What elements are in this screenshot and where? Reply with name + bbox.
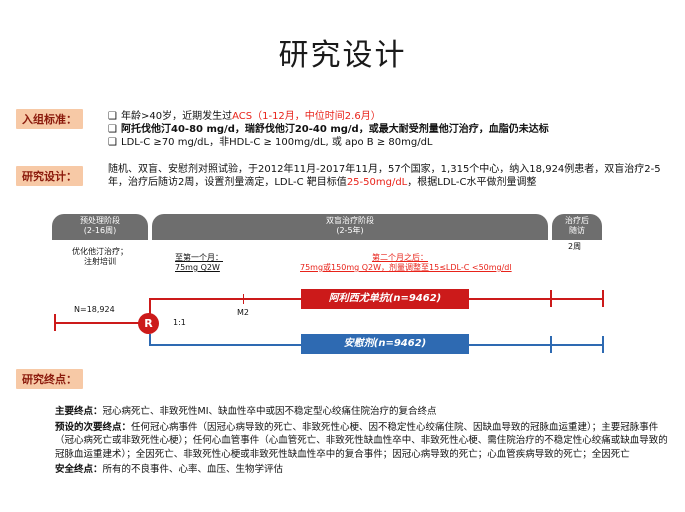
endpoints-text: 主要终点：冠心病死亡、非致死性MI、缺血性卒中或因不稳定型心绞痛住院治疗的复合终…	[55, 405, 675, 479]
randomization-marker: R	[138, 313, 159, 334]
checkbox-icon: ❑	[108, 124, 117, 135]
criterion-age: ❑年龄>40岁，近期发生过ACS（1-12月，中位时间2.6月）	[108, 111, 381, 122]
criterion-statin: ❑阿托伐他汀40-80 mg/d，瑞舒伐他汀20-40 mg/d，或最大耐受剂量…	[108, 124, 549, 135]
follow-up-weeks: 2周	[568, 242, 582, 251]
placebo-arm-end-tick	[550, 336, 552, 353]
drug-arm-box: 阿利西尤单抗(n=9462)	[301, 289, 469, 309]
checkbox-icon: ❑	[108, 111, 117, 122]
inclusion-criteria: ❑年龄>40岁，近期发生过ACS（1-12月，中位时间2.6月） ❑阿托伐他汀4…	[108, 110, 549, 149]
checkbox-icon: ❑	[108, 137, 117, 148]
design-label: 研究设计：	[16, 166, 83, 186]
drug-arm-followup-tick	[602, 290, 604, 307]
run-in-note: 优化他汀治疗； 注射培训	[72, 247, 128, 266]
phase-double-blind: 双盲治疗阶段 (2-5年)	[152, 214, 548, 240]
month2-note: 第二个月之后： 75mg或150mg Q2W，剂量调整至15≤LDL-C <50…	[300, 253, 512, 272]
page-title: 研究设计	[278, 38, 407, 73]
randomization-ratio: 1:1	[173, 318, 186, 327]
m2-label: M2	[237, 308, 249, 317]
design-description: 随机、双盲、安慰剂对照试验，于2012年11月-2017年11月，57个国家，1…	[108, 164, 661, 188]
safety-endpoint: 安全终点：所有的不良事件、心率、血压、生物学评估	[55, 464, 284, 475]
enrolled-count: N=18,924	[74, 305, 115, 314]
screening-start-tick	[54, 314, 56, 331]
split-up-line	[149, 298, 151, 314]
secondary-endpoints: 预设的次要终点：任何冠心病事件（因冠心病导致的死亡、非致死性心梗、因不稳定性心绞…	[55, 421, 668, 460]
month1-note: 至第一个月： 75mg Q2W	[175, 253, 223, 272]
primary-endpoint: 主要终点：冠心病死亡、非致死性MI、缺血性卒中或因不稳定型心绞痛住院治疗的复合终…	[55, 406, 437, 417]
criterion-lipids: ❑LDL-C ≥70 mg/dL，非HDL-C ≥ 100mg/dL, 或 ap…	[108, 137, 433, 148]
inclusion-label: 入组标准：	[16, 109, 83, 129]
screening-line	[54, 322, 150, 324]
drug-arm-end-tick	[550, 290, 552, 307]
m2-tick	[243, 294, 244, 304]
endpoints-label: 研究终点：	[16, 369, 83, 389]
split-down-line	[149, 334, 151, 346]
phase-follow-up: 治疗后 随访	[552, 214, 602, 240]
placebo-arm-box: 安慰剂(n=9462)	[301, 334, 469, 354]
placebo-arm-followup-tick	[602, 336, 604, 353]
phase-run-in: 预处理阶段 (2-16周)	[52, 214, 148, 240]
